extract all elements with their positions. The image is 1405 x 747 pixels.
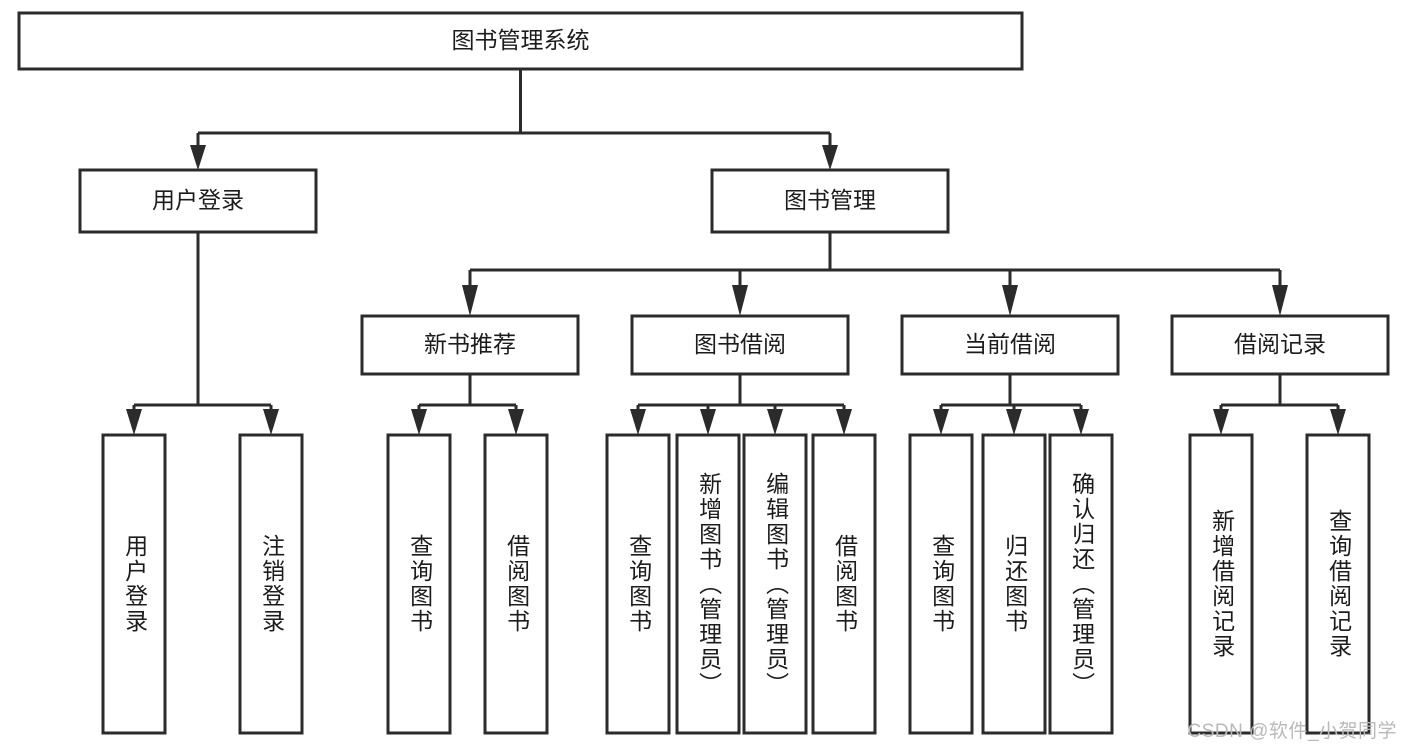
node-root-label: 图书管理系统 [452, 27, 590, 53]
edge-group-root [190, 69, 838, 170]
arrow-head-leaf-query-book-1 [411, 409, 427, 435]
edge-group-borrow-record [1213, 374, 1346, 435]
arrow-head-leaf-edit-book [767, 409, 783, 435]
arrow-head-leaf-query-book-3 [933, 409, 949, 435]
node-current-borrow-box[interactable] [900, 314, 1120, 376]
arrow-head-book-borrow [732, 285, 748, 316]
node-book-manage[interactable]: 图书管理 [710, 168, 950, 234]
arrow-head-leaf-add-book [700, 409, 716, 435]
node-leaf-query-book-1-box[interactable] [386, 433, 452, 735]
arrow-head-leaf-return-book [1006, 409, 1022, 435]
arrow-head-leaf-confirm-return [1073, 409, 1089, 435]
edge-group-new-book-recommend [411, 374, 524, 435]
node-new-book-recommend[interactable]: 新书推荐 [360, 314, 580, 376]
leaf-boxes [101, 433, 1371, 735]
arrow-head-new-book-recommend [462, 285, 478, 316]
node-book-manage-label: 图书管理 [784, 187, 876, 213]
node-leaf-return-book-box[interactable] [981, 433, 1047, 735]
node-borrow-record-label: 借阅记录 [1234, 331, 1326, 357]
node-leaf-add-record-box[interactable] [1188, 433, 1254, 735]
node-book-manage-box[interactable] [710, 168, 950, 234]
edge-group-current-borrow [933, 374, 1089, 435]
node-new-book-recommend-box[interactable] [360, 314, 580, 376]
node-book-borrow-box[interactable] [630, 314, 850, 376]
arrow-head-leaf-borrow-book-1 [508, 409, 524, 435]
node-borrow-record[interactable]: 借阅记录 [1170, 314, 1390, 376]
arrow-head-current-borrow [1002, 285, 1018, 316]
node-current-borrow-label: 当前借阅 [964, 331, 1056, 357]
node-leaf-confirm-return-box[interactable] [1048, 433, 1114, 735]
node-borrow-record-box[interactable] [1170, 314, 1390, 376]
node-leaf-query-book-3-box[interactable] [908, 433, 974, 735]
arrow-head-book-manage [822, 145, 838, 170]
edge-group-user-login [126, 232, 279, 435]
node-leaf-query-book-2-box[interactable] [605, 433, 671, 735]
node-leaf-query-record-box[interactable] [1305, 433, 1371, 735]
node-book-borrow-label: 图书借阅 [694, 331, 786, 357]
arrow-head-leaf-add-record [1213, 409, 1229, 435]
node-user-login[interactable]: 用户登录 [78, 168, 318, 234]
arrow-head-leaf-borrow-book-2 [836, 409, 852, 435]
node-leaf-logout-box[interactable] [238, 433, 304, 735]
arrow-head-leaf-query-book-2 [630, 409, 646, 435]
node-new-book-recommend-label: 新书推荐 [424, 331, 516, 357]
node-leaf-add-book-box[interactable] [675, 433, 741, 735]
edge-group-book-manage [462, 232, 1288, 316]
arrow-head-leaf-user-login [126, 409, 142, 435]
node-root-box[interactable] [17, 11, 1024, 71]
node-leaf-user-login-box[interactable] [101, 433, 167, 735]
node-leaf-borrow-book-1-box[interactable] [483, 433, 549, 735]
node-current-borrow[interactable]: 当前借阅 [900, 314, 1120, 376]
node-leaf-borrow-book-2-box[interactable] [811, 433, 877, 735]
node-user-login-box[interactable] [78, 168, 318, 234]
arrow-head-leaf-query-record [1330, 409, 1346, 435]
arrow-head-borrow-record [1272, 285, 1288, 316]
node-user-login-label: 用户登录 [152, 187, 244, 213]
csdn-watermark: CSDN @软件_小贺同学 [1187, 721, 1397, 742]
node-book-borrow[interactable]: 图书借阅 [630, 314, 850, 376]
arrow-head-leaf-logout [263, 409, 279, 435]
node-leaf-edit-book-box[interactable] [742, 433, 808, 735]
arrow-head-user-login [190, 145, 206, 170]
edge-group-book-borrow [630, 374, 852, 435]
node-root[interactable]: 图书管理系统 [17, 11, 1024, 71]
